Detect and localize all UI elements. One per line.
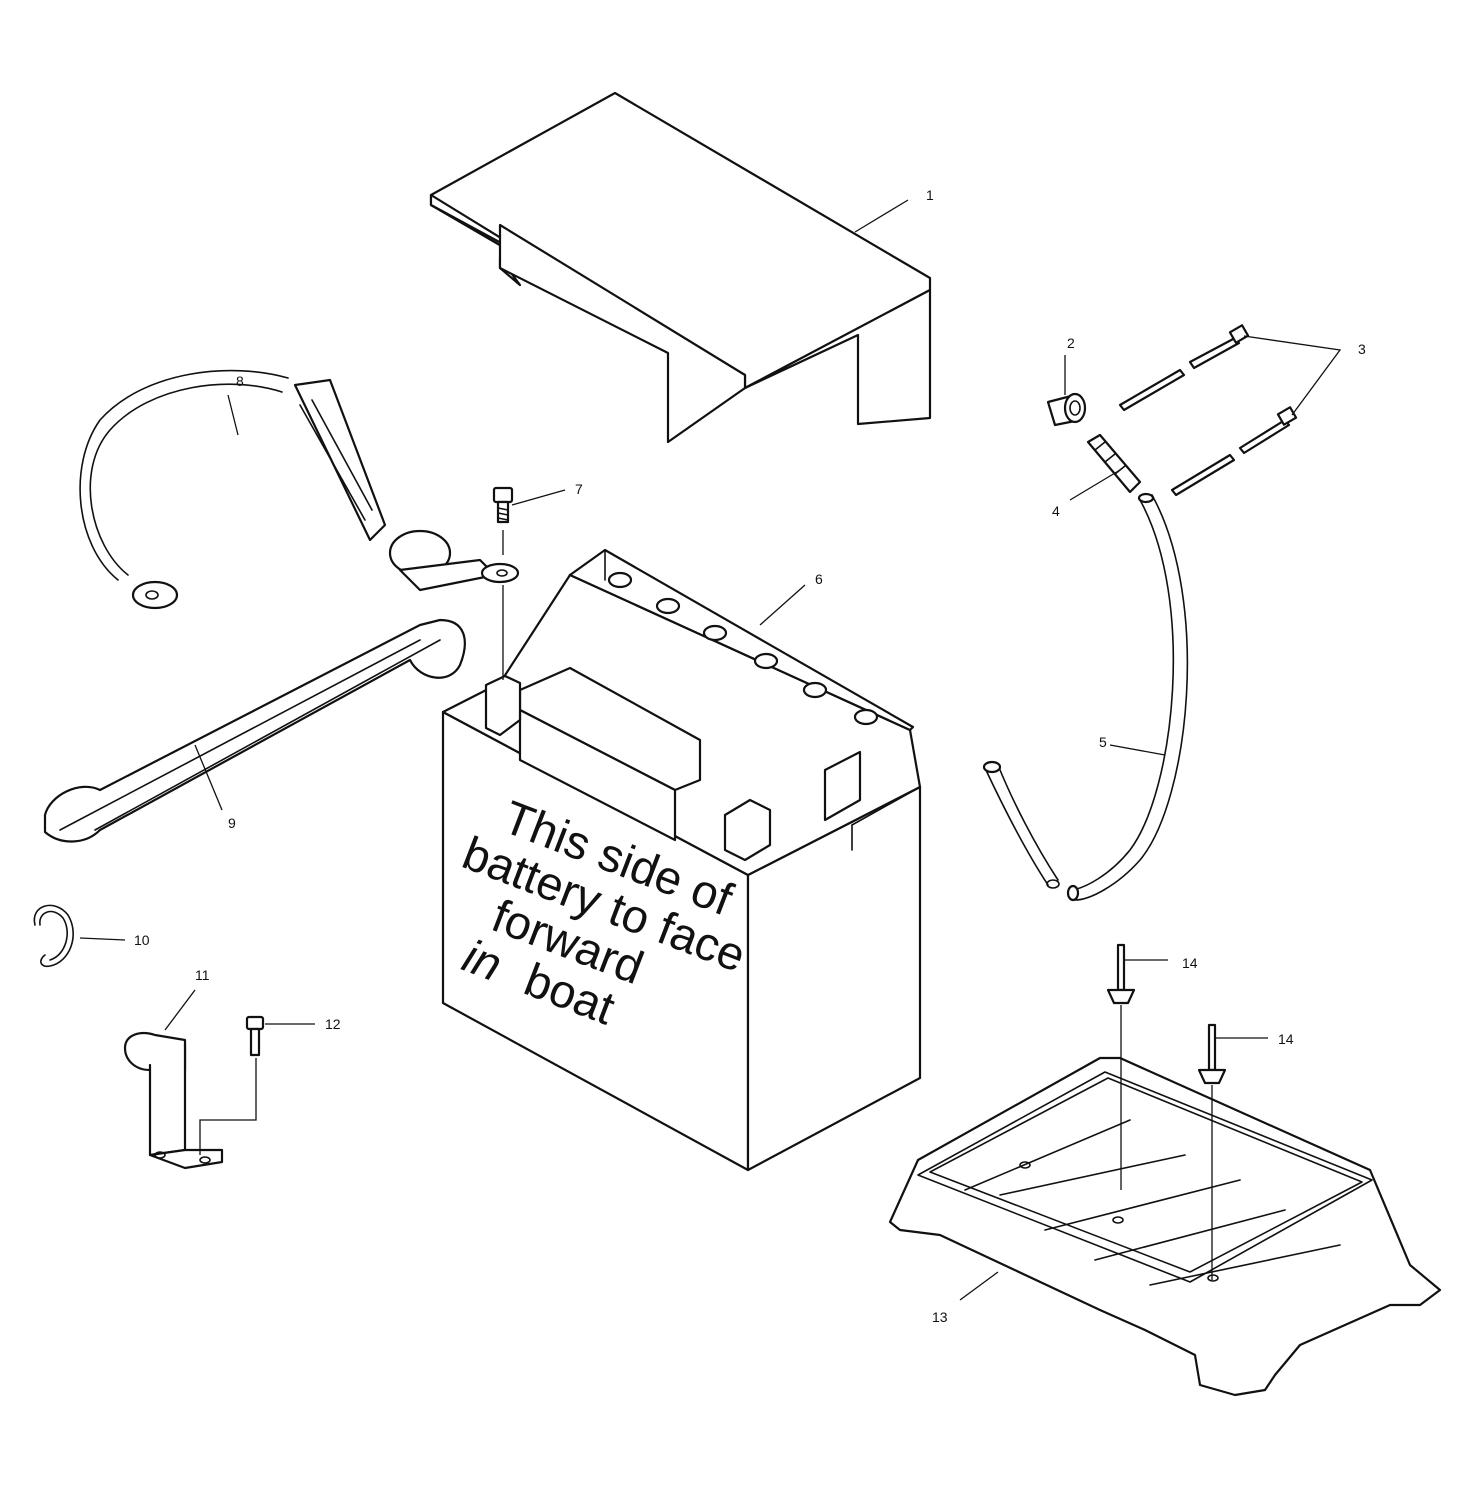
terminal-posts <box>607 571 879 726</box>
mounting-bracket <box>123 1031 224 1170</box>
callout-12: 12 <box>325 1016 341 1032</box>
callout-6: 6 <box>815 571 823 587</box>
cable-ties <box>1118 324 1298 497</box>
terminal-bolt <box>492 486 514 680</box>
push-pins <box>1106 943 1227 1280</box>
callout-5: 5 <box>1099 734 1107 750</box>
callout-numbers: 1 2 3 4 5 6 7 8 9 10 11 12 13 14 14 <box>134 187 1366 1325</box>
callout-9: 9 <box>228 815 236 831</box>
callout-1: 1 <box>926 187 934 203</box>
battery-tray <box>888 1056 1442 1397</box>
callout-11: 11 <box>195 967 210 983</box>
callout-10: 10 <box>134 932 150 948</box>
battery-cable <box>79 369 520 610</box>
snap-ring <box>33 904 74 968</box>
vent-hose <box>982 492 1189 902</box>
battery-orientation-label: This side of battery to face forward in … <box>456 790 753 1035</box>
vent-fitting <box>1086 433 1142 494</box>
vent-elbow <box>1046 392 1087 427</box>
callout-8: 8 <box>236 373 244 389</box>
callout-14-lower: 14 <box>1278 1031 1294 1047</box>
callout-13: 13 <box>932 1309 948 1325</box>
callout-2: 2 <box>1067 335 1075 351</box>
battery <box>441 548 922 1172</box>
leader-lines <box>79 199 1342 1301</box>
hold-down-strap <box>43 618 466 843</box>
bracket-bolt <box>199 1015 265 1155</box>
callout-3: 3 <box>1358 341 1366 357</box>
callout-14-upper: 14 <box>1182 955 1198 971</box>
callout-7: 7 <box>575 481 583 497</box>
callout-4: 4 <box>1052 503 1060 519</box>
battery-cover <box>429 91 932 444</box>
